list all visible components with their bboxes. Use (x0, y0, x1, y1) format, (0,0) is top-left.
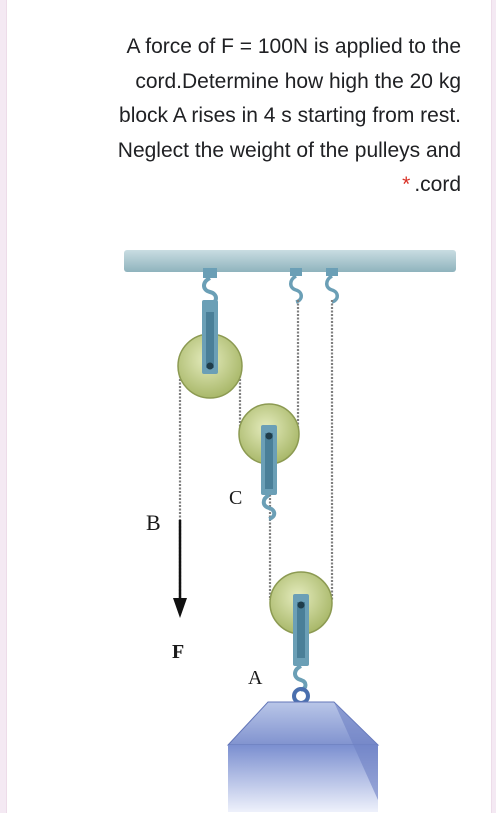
question-line-4: Neglect the weight of the pulleys and (117, 138, 461, 162)
question-line-5: *.cord (21, 168, 461, 203)
required-asterisk: * (402, 173, 411, 196)
pulley-b (177, 300, 243, 399)
label-a: A (248, 667, 263, 689)
label-c: C (229, 487, 242, 509)
ceiling-support (124, 250, 456, 272)
question-text: A force of F = 100N is applied to the co… (21, 30, 461, 203)
question-card: A force of F = 100N is applied to the co… (6, 0, 492, 813)
question-line-3: block A rises in 4 s starting from rest. (119, 104, 461, 127)
ceiling-hook-cord-1 (289, 268, 303, 304)
label-b: B (146, 510, 161, 535)
question-line-5-text: .cord (414, 173, 461, 196)
question-line-1: A force of F = 100N is applied to the (126, 35, 461, 58)
label-f: F (172, 641, 184, 663)
block-a (226, 687, 380, 812)
pulley-a (269, 571, 333, 692)
ceiling-hook-pulley-b (202, 268, 218, 306)
question-line-2: cord.Determine how high the 20 kg (135, 69, 461, 93)
pulley-c (238, 403, 300, 521)
ceiling-hook-cord-2 (325, 268, 339, 304)
force-arrow (173, 520, 187, 618)
